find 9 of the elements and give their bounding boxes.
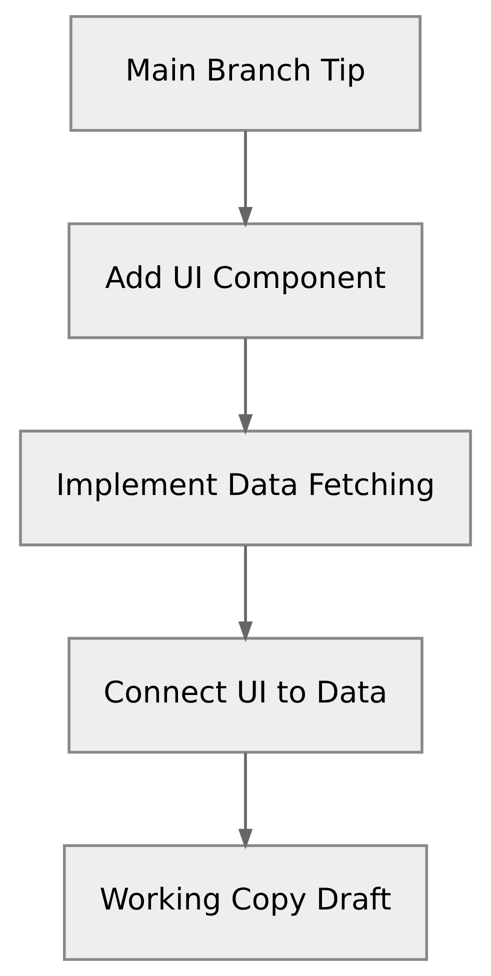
arrow — [238, 130, 253, 228]
node-box: Add UI Component — [68, 222, 424, 340]
node-box: Implement Data Fetching — [19, 430, 472, 546]
arrow — [238, 338, 253, 435]
node-box: Working Copy Draft — [62, 844, 428, 961]
node-box: Main Branch Tip — [70, 15, 422, 132]
arrow — [238, 752, 253, 850]
node-box: Connect UI to Data — [68, 636, 424, 754]
arrow — [238, 545, 253, 642]
